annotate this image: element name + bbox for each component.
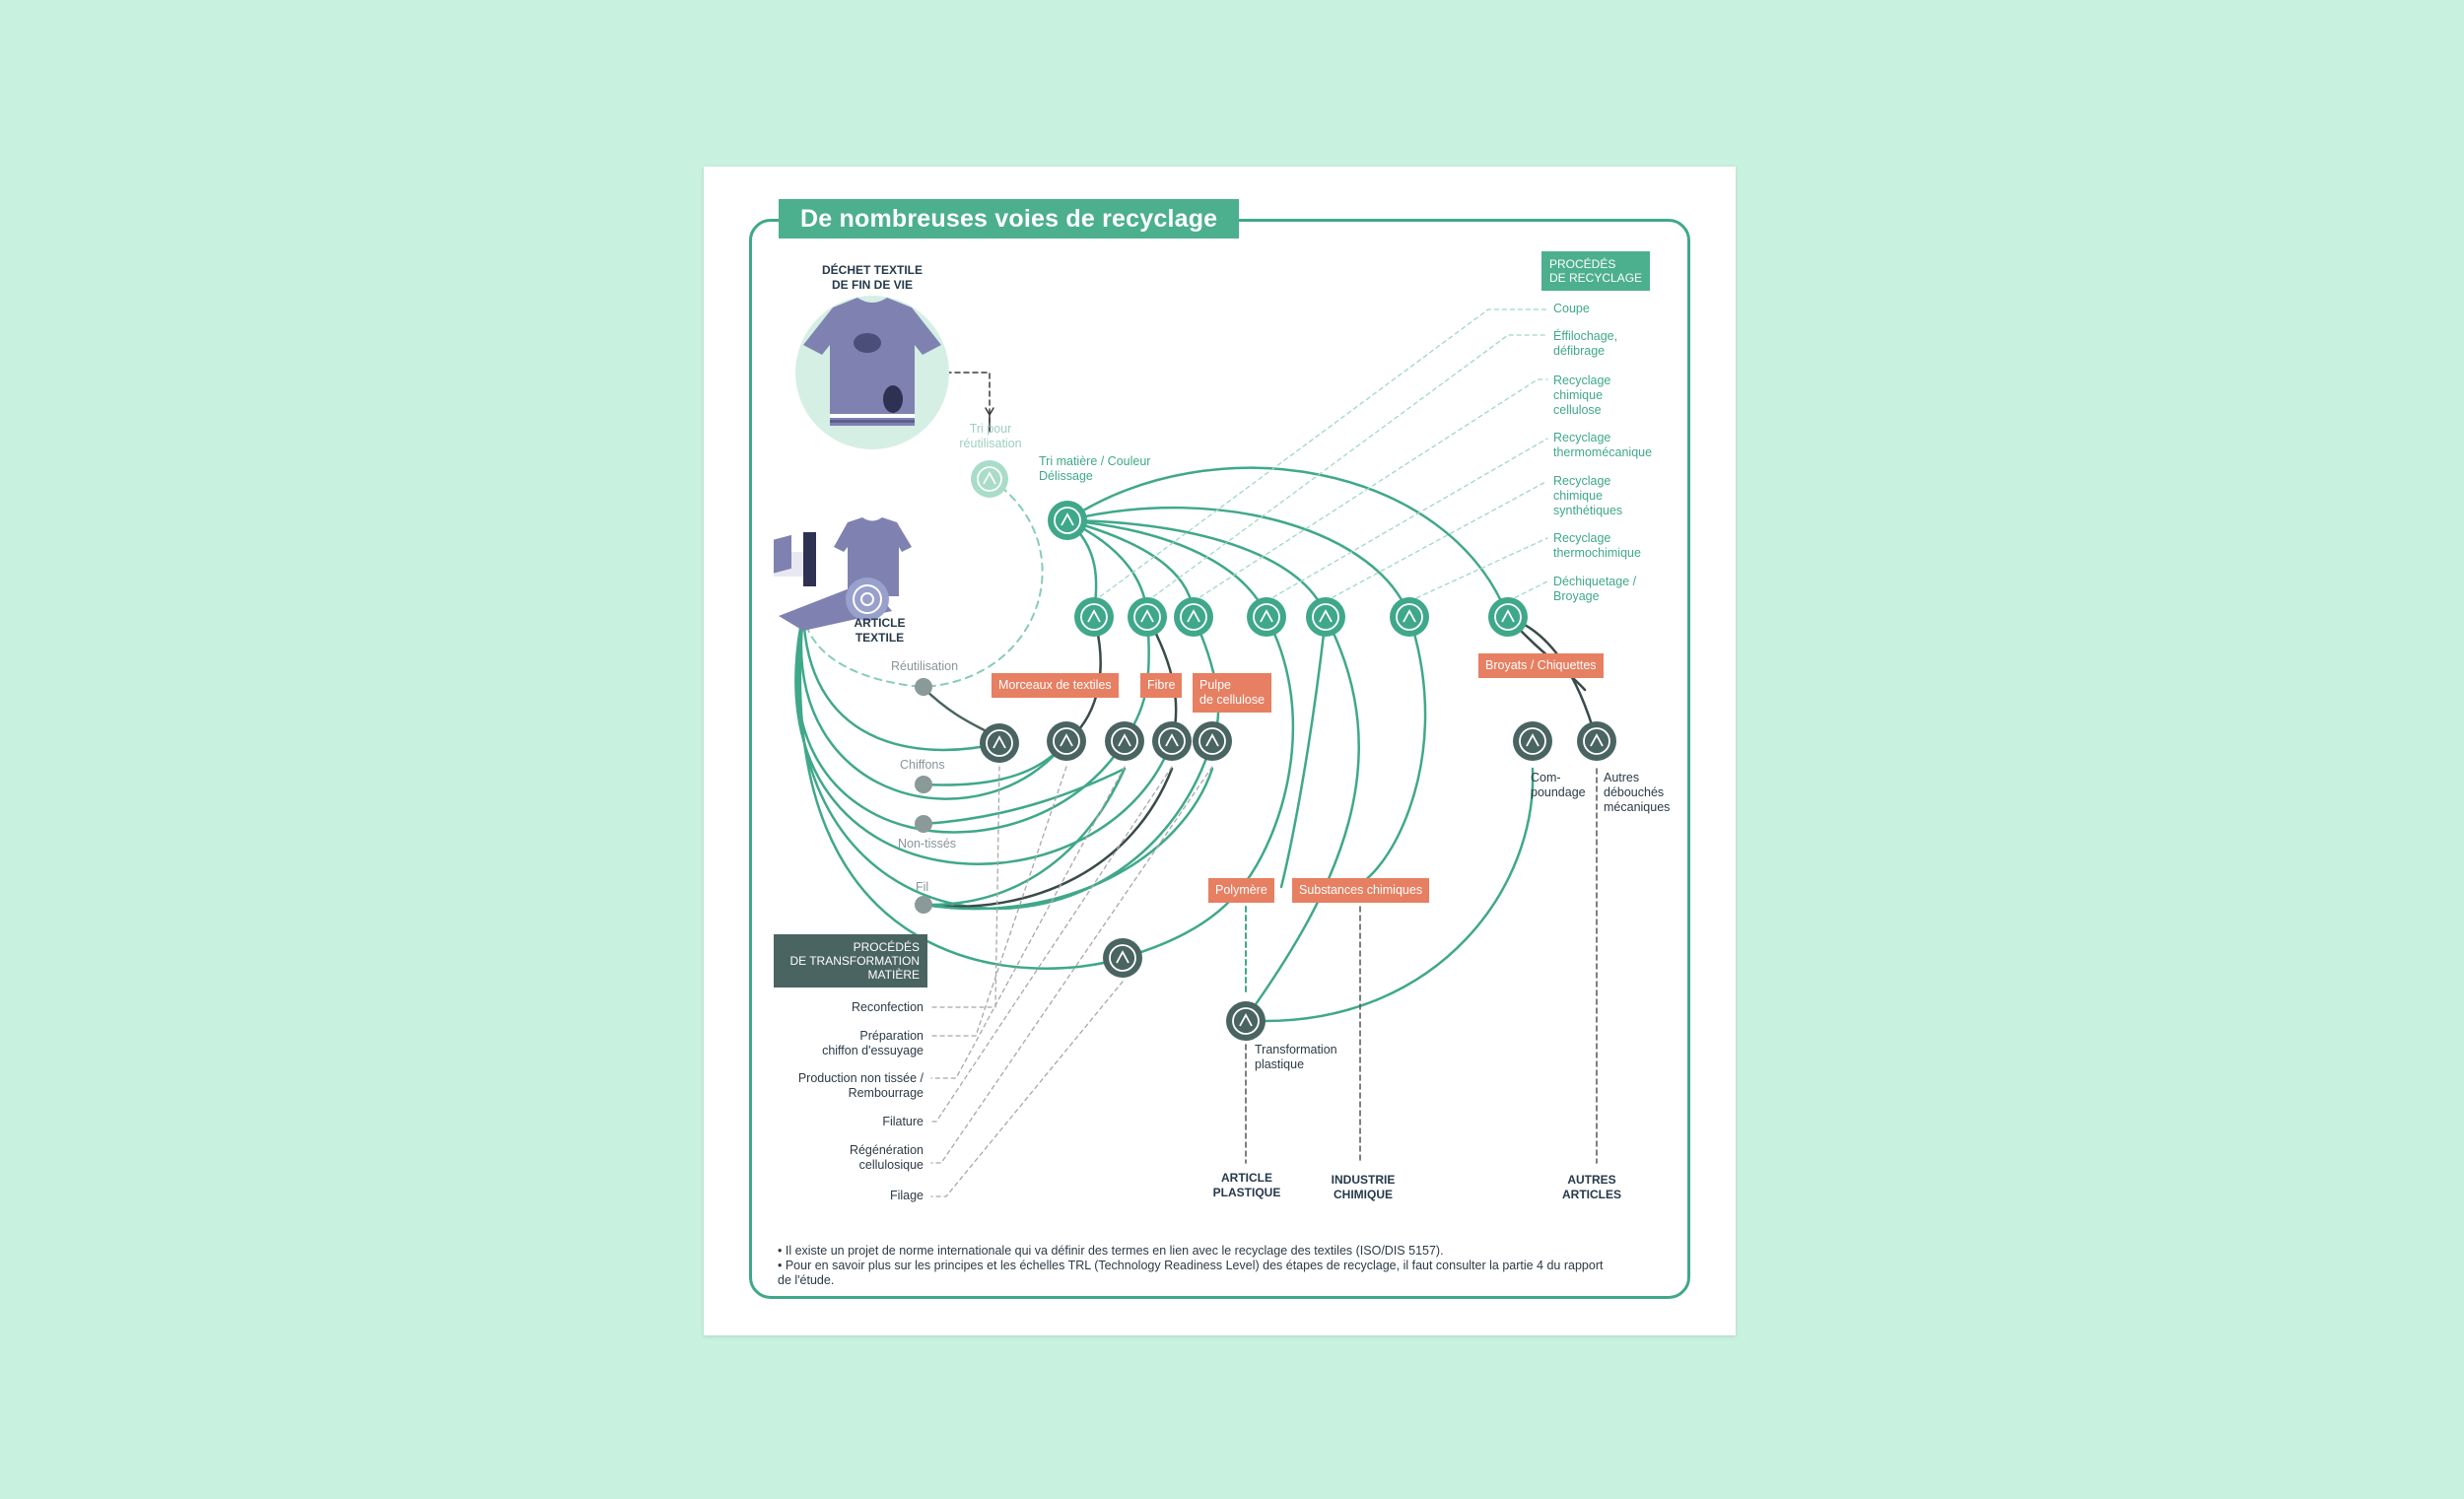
article-plastique-label: ARTICLE PLASTIQUE: [1212, 1171, 1281, 1199]
reutilisation-label: Réutilisation: [891, 659, 959, 673]
recycle-icon: [1048, 501, 1087, 540]
scissors-icon: [1074, 597, 1114, 637]
transformation-process-item: Reconfection: [852, 1000, 924, 1014]
recycling-process-item: Recyclage chimique synthétiques: [1553, 474, 1623, 517]
fibers-icon: [1128, 597, 1167, 637]
flow-dot: [915, 896, 932, 914]
tag-pulpe: Pulpe de cellulose: [1193, 673, 1272, 713]
tri-reutilisation-label: Tri pour réutilisation: [959, 422, 1022, 450]
transformation-plastique-label: Transformation plastique: [1255, 1043, 1337, 1071]
textile-article-illustration: [774, 517, 912, 631]
machine-icon: [1577, 721, 1616, 761]
compound-icon: [1513, 721, 1552, 761]
fil-label: Fil: [916, 880, 929, 894]
transformation-processes-header: PROCÉDÉS DE TRANSFORMATION MATIÈRE: [774, 934, 927, 988]
footnote-1: • Il existe un projet de norme internati…: [778, 1244, 1444, 1258]
flow-dot: [915, 815, 932, 833]
transformation-process-item: Filage: [889, 1189, 924, 1202]
leaf-icon: [1193, 721, 1232, 761]
diagram-title: De nombreuses voies de recyclage: [779, 199, 1240, 238]
rag-icon: [1047, 721, 1086, 761]
autres-debouches-label: Autres débouchés mécaniques: [1604, 771, 1671, 814]
tag-polymere: Polymère: [1208, 878, 1274, 903]
recycling-process-item: Recyclage thermochimique: [1553, 531, 1641, 560]
flow-dot: [915, 776, 932, 793]
sewing-machine-icon: [980, 723, 1019, 763]
recycling-processes-header: PROCÉDÉS DE RECYCLAGE: [1541, 251, 1651, 291]
recycling-process-item: Recyclage chimique cellulose: [1553, 374, 1611, 417]
chiffons-label: Chiffons: [900, 758, 945, 772]
gear-icon: [1152, 721, 1192, 761]
tag-broyats: Broyats / Chiquettes: [1478, 653, 1604, 678]
footnotes: • Il existe un projet de norme internati…: [778, 1244, 1665, 1288]
tri-matiere-label: Tri matière / Couleur Délissage: [1039, 454, 1151, 483]
tag-morceaux: Morceaux de textiles: [992, 673, 1119, 698]
footnote-2: • Pour en savoir plus sur les principes …: [778, 1259, 1604, 1287]
industrie-chimique-label: INDUSTRIE CHIMIQUE: [1331, 1173, 1396, 1201]
node-group: [915, 460, 1616, 1041]
autres-articles-label: AUTRES ARTICLES: [1562, 1173, 1621, 1201]
sort-icon: [971, 460, 1008, 498]
tag-substances: Substances chimiques: [1292, 878, 1430, 903]
flask-icon: [1306, 597, 1345, 637]
recycling-process-item: Coupe: [1553, 302, 1590, 315]
recycling-process-item: Éffilochage, défibrage: [1553, 329, 1618, 358]
transformation-process-item: Régénération cellulosique: [849, 1143, 924, 1172]
recycling-process-item: Déchiquetage / Broyage: [1553, 575, 1637, 603]
house-icon: [1105, 721, 1144, 761]
flask-icon: [1390, 597, 1429, 637]
compoundage-label: Com- poundage: [1531, 771, 1586, 799]
flow-dot: [915, 678, 932, 696]
spool-icon: [1103, 938, 1142, 978]
non-tisses-label: Non-tissés: [898, 837, 957, 851]
transformation-process-item: Préparation chiffon d'essuyage: [822, 1029, 924, 1057]
cone-icon: [1226, 1001, 1266, 1041]
flask-icon: [1174, 597, 1213, 637]
source-waste-label: DÉCHET TEXTILE DE FIN DE VIE: [821, 263, 923, 292]
transformation-process-item: Production non tissée / Rembourrage: [797, 1071, 924, 1100]
shred-icon: [1488, 597, 1528, 637]
recycling-process-item: Recyclage thermomécanique: [1553, 431, 1653, 459]
flow-links: [794, 308, 1599, 1197]
tag-fibre: Fibre: [1140, 673, 1183, 698]
source-article-label: ARTICLE TEXTILE: [854, 616, 906, 645]
thermometer-icon: [1247, 597, 1286, 637]
transformation-process-item: Filature: [882, 1115, 924, 1128]
waste-shirt-illustration: [795, 296, 949, 449]
